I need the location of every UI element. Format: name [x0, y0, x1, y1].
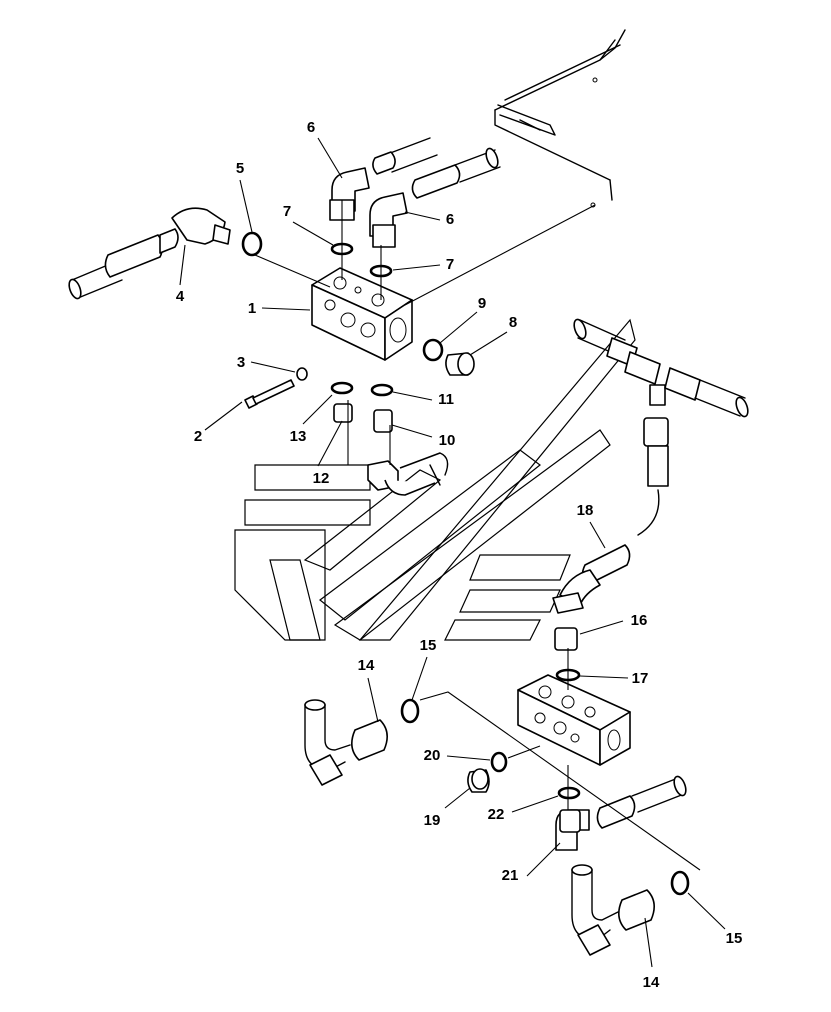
tee-fitting-hose [573, 318, 749, 536]
reference-lines [254, 200, 701, 871]
callout-numbers: 1 2 3 4 5 6 6 7 7 8 9 10 11 12 13 14 14 … [176, 119, 743, 991]
upper-hoses [372, 137, 501, 199]
callout-9: 9 [478, 295, 486, 312]
part-4-elbow-hose [68, 207, 231, 300]
callout-2: 2 [194, 428, 202, 445]
callout-14b: 14 [643, 974, 660, 991]
callout-13: 13 [290, 428, 307, 445]
part-1-manifold-block [311, 267, 413, 361]
callout-7b: 7 [446, 256, 454, 273]
callout-4: 4 [176, 288, 185, 305]
callout-8: 8 [509, 314, 517, 331]
part-6-elbows [329, 167, 408, 248]
adapters-under-block [333, 403, 449, 496]
callout-10: 10 [439, 432, 456, 449]
callout-16: 16 [631, 612, 648, 629]
callout-12: 12 [313, 470, 330, 487]
callout-17: 17 [632, 670, 649, 687]
callout-leaders [179, 137, 726, 968]
part-18-hose-elbow [552, 544, 631, 651]
watermark-logo [234, 318, 636, 641]
callout-7a: 7 [283, 203, 291, 220]
callout-14a: 14 [358, 657, 375, 674]
callout-21: 21 [502, 867, 519, 884]
callout-15b: 15 [726, 930, 743, 947]
machine-frame [494, 29, 626, 208]
callout-20: 20 [424, 747, 441, 764]
lower-o-rings [400, 668, 690, 896]
small-parts-upper [244, 352, 475, 409]
callout-6b: 6 [446, 211, 454, 228]
callout-6a: 6 [307, 119, 315, 136]
part-14-couplers [304, 699, 655, 956]
callout-3: 3 [237, 354, 245, 371]
callout-19: 19 [424, 812, 441, 829]
callout-18: 18 [577, 502, 594, 519]
callout-1: 1 [248, 300, 256, 317]
callout-15a: 15 [420, 637, 437, 654]
callout-5: 5 [236, 160, 244, 177]
lower-small-parts [467, 768, 687, 851]
callout-22: 22 [488, 806, 505, 823]
lower-manifold-block [517, 674, 631, 766]
callout-11: 11 [438, 391, 454, 408]
